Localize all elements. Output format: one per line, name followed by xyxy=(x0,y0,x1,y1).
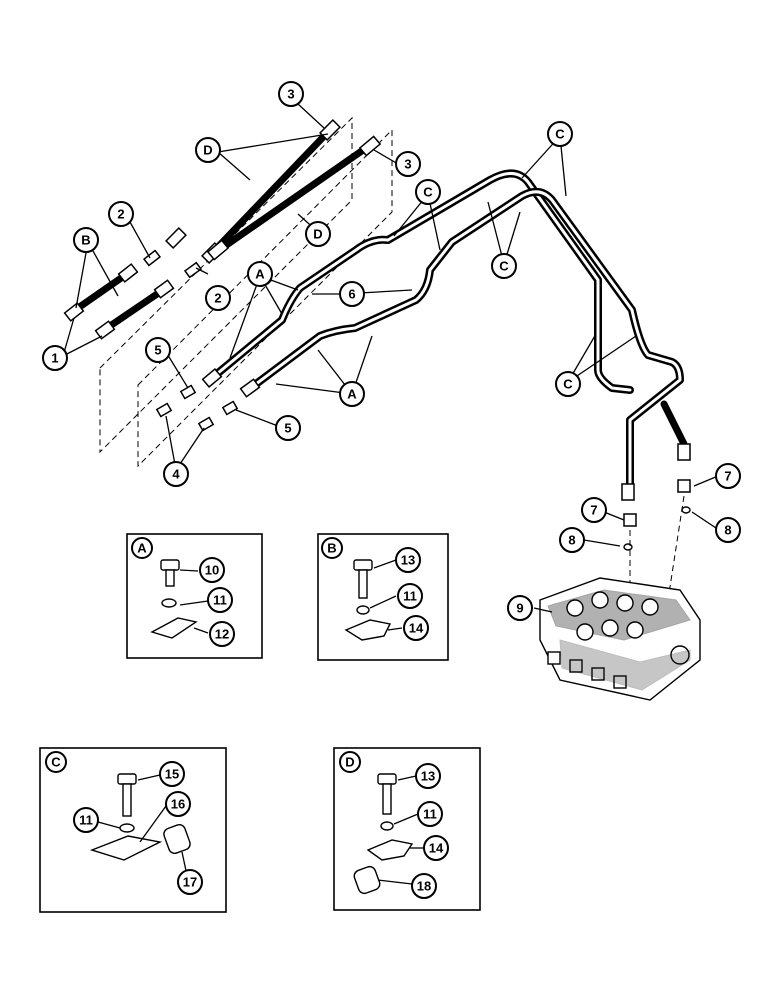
callout-label: 8 xyxy=(724,523,731,538)
callout-1: 1 xyxy=(42,345,68,371)
detail-box-a xyxy=(126,533,263,659)
callout-b: B xyxy=(73,227,99,253)
callout-17: 17 xyxy=(177,869,203,895)
callout-3a: 3 xyxy=(278,81,304,107)
callout-cc: C xyxy=(491,253,517,279)
callout-label: B xyxy=(327,541,336,556)
callout-13b: 13 xyxy=(415,763,441,789)
fittings-7-8 xyxy=(623,479,691,601)
callout-label: 10 xyxy=(205,563,219,578)
box-b-label: B xyxy=(321,537,343,559)
callout-18: 18 xyxy=(411,873,437,899)
callout-label: 6 xyxy=(348,287,355,302)
callout-label: 14 xyxy=(409,621,424,636)
callout-12: 12 xyxy=(209,621,235,647)
callout-5a: 5 xyxy=(145,337,171,363)
callout-label: 3 xyxy=(404,157,411,172)
callout-ca: C xyxy=(415,179,441,205)
hose-b-upper xyxy=(63,249,162,322)
callout-cd: C xyxy=(555,371,581,397)
tube-upper xyxy=(208,169,634,394)
callout-label: 8 xyxy=(568,533,575,548)
callout-11d: 11 xyxy=(417,801,443,827)
callout-label: 1 xyxy=(51,351,58,366)
callout-15: 15 xyxy=(159,761,185,787)
callout-label: 2 xyxy=(117,207,124,222)
callout-7b: 7 xyxy=(715,463,741,489)
callout-db: D xyxy=(305,221,331,247)
callout-8a: 8 xyxy=(559,527,585,553)
callout-label: C xyxy=(499,259,509,274)
callout-label: D xyxy=(345,755,354,770)
callout-5b: 5 xyxy=(275,415,301,441)
callout-label: 9 xyxy=(516,601,523,616)
callout-6: 6 xyxy=(339,281,365,307)
callout-label: 7 xyxy=(724,469,731,484)
callout-cb: C xyxy=(547,121,573,147)
callout-11c: 11 xyxy=(73,807,99,833)
callout-3b: 3 xyxy=(395,151,421,177)
callout-8b: 8 xyxy=(715,517,741,543)
callout-label: 11 xyxy=(213,593,227,608)
callout-ab: A xyxy=(339,381,365,407)
callout-label: 12 xyxy=(215,627,229,642)
callout-9: 9 xyxy=(507,595,533,621)
callout-aa: A xyxy=(247,261,273,287)
box-a-label: A xyxy=(131,537,153,559)
callout-label: D xyxy=(203,143,212,158)
callout-label: 7 xyxy=(590,503,597,518)
fittings-4-5 xyxy=(155,384,239,432)
callout-11a: 11 xyxy=(207,587,233,613)
callout-label: 17 xyxy=(183,875,197,890)
box-c-label: C xyxy=(45,751,67,773)
callout-11b: 11 xyxy=(397,583,423,609)
callout-label: D xyxy=(313,227,322,242)
callout-13a: 13 xyxy=(395,547,421,573)
callout-10: 10 xyxy=(199,557,225,583)
callout-label: 3 xyxy=(287,87,294,102)
callout-label: 2 xyxy=(214,291,221,306)
callout-2b: 2 xyxy=(205,285,231,311)
callout-2a: 2 xyxy=(108,201,134,227)
dashed-frames xyxy=(99,116,393,468)
callout-label: 14 xyxy=(429,841,444,856)
callout-label: 4 xyxy=(172,467,180,482)
detail-box-c xyxy=(39,747,227,913)
callout-label: 5 xyxy=(154,343,161,358)
tube-end-fittings xyxy=(201,367,691,501)
callout-7a: 7 xyxy=(581,497,607,523)
callout-label: B xyxy=(81,233,90,248)
callout-label: 11 xyxy=(79,813,93,828)
callout-label: 11 xyxy=(423,807,437,822)
hose-d-lower xyxy=(206,135,382,261)
callout-4: 4 xyxy=(163,461,189,487)
detail-box-d xyxy=(333,747,481,911)
callout-label: 18 xyxy=(417,879,431,894)
callout-label: 13 xyxy=(421,769,435,784)
callout-da: D xyxy=(195,137,221,163)
callout-label: 16 xyxy=(171,797,185,812)
callout-14b: 14 xyxy=(423,835,449,861)
callout-label: 5 xyxy=(284,421,291,436)
callout-label: A xyxy=(137,541,147,556)
callout-16: 16 xyxy=(165,791,191,817)
callout-label: C xyxy=(563,377,573,392)
callout-label: 11 xyxy=(403,589,417,604)
detail-box-b xyxy=(317,533,449,661)
callout-label: A xyxy=(255,267,265,282)
callout-label: 13 xyxy=(401,553,415,568)
hose-b-lower xyxy=(94,261,203,340)
callout-14a: 14 xyxy=(403,615,429,641)
box-d-label: D xyxy=(339,751,361,773)
control-valve xyxy=(539,577,701,701)
callout-label: A xyxy=(347,387,357,402)
callout-label: C xyxy=(423,185,433,200)
tube-lower xyxy=(244,187,684,494)
callout-label: C xyxy=(555,127,565,142)
callout-label: C xyxy=(51,755,61,770)
callout-label: 15 xyxy=(165,767,179,782)
